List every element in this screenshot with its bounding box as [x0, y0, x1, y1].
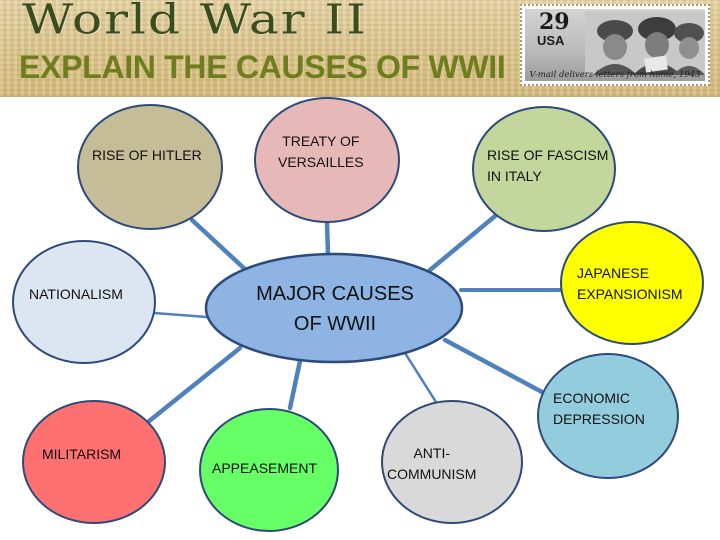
cause-nodes — [12, 97, 704, 532]
page-title: World War II — [22, 0, 369, 44]
connector-rise-of-hitler — [189, 217, 251, 275]
connector-appeasement — [287, 358, 303, 411]
connector-nationalism — [152, 311, 209, 319]
node-anti-communism — [381, 400, 523, 524]
label-japanese-expansionism: JAPANESE EXPANSIONISM — [577, 265, 683, 302]
page-subtitle: EXPLAIN THE CAUSES OF WWII — [19, 49, 506, 85]
node-nationalism — [12, 240, 156, 364]
connector-militarism — [145, 345, 243, 425]
stamp-caption: V-mail delivers letters from home, 1943 — [529, 70, 701, 80]
label-economic-depression: ECONOMIC DEPRESSION — [553, 390, 645, 427]
node-appeasement — [199, 408, 339, 532]
label-appeasement: APPEASEMENT — [212, 460, 318, 476]
label-treaty-of-versailles: TREATY OF VERSAILLES — [278, 133, 364, 170]
postage-stamp-image: 29 USA V-mail delivers letters from home… — [520, 4, 710, 86]
stamp-value: 29 — [539, 9, 570, 35]
center-node — [204, 252, 464, 364]
connector-economic-depression — [442, 337, 545, 395]
header-banner: World War II EXPLAIN THE CAUSES OF WWII … — [0, 0, 720, 97]
stamp-country: USA — [537, 33, 565, 48]
node-economic-depression — [537, 353, 679, 479]
label-militarism: MILITARISM — [42, 446, 122, 462]
connector-treaty-of-versailles — [324, 219, 331, 258]
connector-anti-communism — [403, 351, 438, 404]
stamp-picture: 29 USA V-mail delivers letters from home… — [525, 9, 705, 81]
label-rise-of-fascism: RISE OF FASCISM IN ITALY — [487, 147, 609, 184]
soldiers-illustration — [585, 11, 705, 75]
label-anti-communism: ANTI- COMMUNISM — [387, 445, 477, 482]
node-rise-of-hitler — [77, 104, 223, 230]
node-militarism — [22, 400, 166, 524]
node-japanese-expansionism — [560, 221, 704, 345]
label-rise-of-hitler: RISE OF HITLER — [92, 147, 202, 163]
center-label: MAJOR CAUSES OF WWII — [256, 283, 414, 335]
connector-rise-of-fascism — [427, 209, 503, 273]
label-nationalism: NATIONALISM — [29, 286, 123, 302]
connectors — [145, 209, 565, 425]
node-treaty-of-versailles — [254, 97, 400, 223]
node-rise-of-fascism — [472, 106, 616, 232]
